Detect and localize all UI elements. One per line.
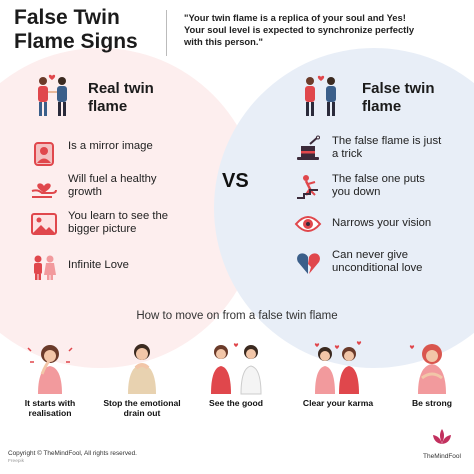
brand-logo: TheMindFool (420, 427, 464, 460)
quote-line-1: "Your twin flame is a replica of your so… (184, 12, 406, 23)
real-couple-icon (38, 74, 67, 116)
magic-hat-icon (297, 135, 320, 160)
false-item-label: The false one puts you down (332, 173, 425, 199)
real-item-label: Is a mirror image (68, 140, 153, 153)
false-item-label: Narrows your vision (332, 217, 431, 230)
real-heading-line-1: Real twin (88, 80, 154, 97)
broken-heart-icon (297, 253, 320, 274)
quote-line-3: with this person." (184, 36, 263, 47)
eye-icon (294, 216, 322, 232)
real-item-label: Infinite Love (68, 259, 129, 272)
thinking-woman-icon (27, 345, 73, 394)
real-item-2-line-2: growth (68, 186, 102, 198)
title-line-2: Flame Signs (14, 30, 138, 53)
false-item-vision: Narrows your vision (294, 210, 431, 238)
real-item-bigger-picture: You learn to see the bigger picture (30, 210, 168, 238)
title-divider (166, 10, 167, 56)
step-label: Stop the emotional drain out (96, 398, 188, 418)
false-flame-background (214, 48, 474, 368)
false-heading-line-1: False twin (362, 80, 435, 97)
false-item-unconditional-love: Can never give unconditional love (294, 249, 422, 277)
false-flame-heading: False twin flame (362, 80, 435, 116)
real-item-mirror: Is a mirror image (30, 140, 153, 168)
couple-hearts-icon (314, 341, 362, 394)
step-label: It starts with realisation (4, 398, 96, 418)
title-line-1: False Twin (14, 6, 120, 29)
step-1-line-2: realisation (28, 408, 72, 418)
landscape-picture-icon (31, 213, 57, 235)
false-heading-line-2: flame (362, 98, 402, 115)
step-3-line-1: See the good (209, 398, 263, 408)
sad-man-icon (128, 344, 156, 394)
woman-hugging-self-icon (409, 344, 446, 394)
false-item-1-line-2: a trick (332, 148, 363, 160)
quote-line-2: Your soul level is expected to synchroni… (184, 24, 415, 35)
step-see-the-good: See the good (190, 338, 282, 408)
couple-icon (34, 255, 56, 280)
vs-label: VS (222, 170, 249, 192)
false-item-4-line-1: Can never give (332, 249, 408, 261)
step-2-line-1: Stop the emotional (103, 398, 181, 408)
real-item-2-line-1: Will fuel a healthy (68, 173, 157, 185)
real-item-4-line-1: Infinite Love (68, 259, 129, 271)
step-1-line-1: It starts with (24, 398, 76, 408)
hand-heart-icon (31, 183, 57, 198)
real-item-1-line-1: Is a mirror image (68, 140, 153, 152)
how-to-heading: How to move on from a false twin flame (136, 310, 338, 322)
quote: "Your twin flame is a replica of your so… (184, 12, 466, 48)
real-item-infinite-love: Infinite Love (30, 253, 129, 281)
step-be-strong: Be strong (386, 338, 474, 408)
step-emotional-drain: Stop the emotional drain out (96, 338, 188, 418)
real-item-label: You learn to see the bigger picture (68, 210, 168, 236)
false-item-3-line-1: Narrows your vision (332, 217, 432, 229)
real-item-label: Will fuel a healthy growth (68, 173, 157, 199)
false-item-4-line-2: unconditional love (332, 262, 423, 274)
real-item-3-line-1: You learn to see the (68, 210, 169, 222)
step-2-line-2: drain out (123, 408, 161, 418)
mirror-portrait-icon (34, 142, 54, 166)
step-label: Be strong (386, 398, 474, 408)
false-item-2-line-2: you down (332, 186, 381, 198)
image-credit: Freepik (8, 459, 24, 464)
false-item-label: Can never give unconditional love (332, 249, 422, 275)
copyright-text: Copyright © TheMindFool, All rights rese… (8, 450, 137, 457)
falling-person-icon (297, 175, 318, 199)
false-item-puts-down: The false one puts you down (294, 173, 425, 201)
step-label: See the good (190, 398, 282, 408)
real-flame-heading: Real twin flame (88, 80, 154, 116)
false-item-1-line-1: The false flame is just (332, 135, 442, 147)
false-item-label: The false flame is just a trick (332, 135, 441, 161)
couple-talking-icon (211, 343, 262, 395)
step-4-line-1: Clear your karma (302, 398, 374, 408)
step-label: Clear your karma (292, 398, 384, 408)
false-item-2-line-1: The false one puts (332, 173, 425, 185)
step-clear-karma: Clear your karma (292, 338, 384, 408)
real-heading-line-2: flame (88, 98, 128, 115)
false-couple-icon (305, 75, 336, 116)
page-title: False Twin Flame Signs (14, 6, 164, 54)
step-realisation: It starts with realisation (4, 338, 96, 418)
false-item-trick: The false flame is just a trick (294, 135, 441, 163)
step-5-line-1: Be strong (411, 398, 453, 408)
brand-name: TheMindFool (423, 453, 461, 460)
lotus-icon (433, 429, 451, 444)
real-item-3-line-2: bigger picture (68, 223, 137, 235)
real-item-growth: Will fuel a healthy growth (30, 173, 157, 201)
